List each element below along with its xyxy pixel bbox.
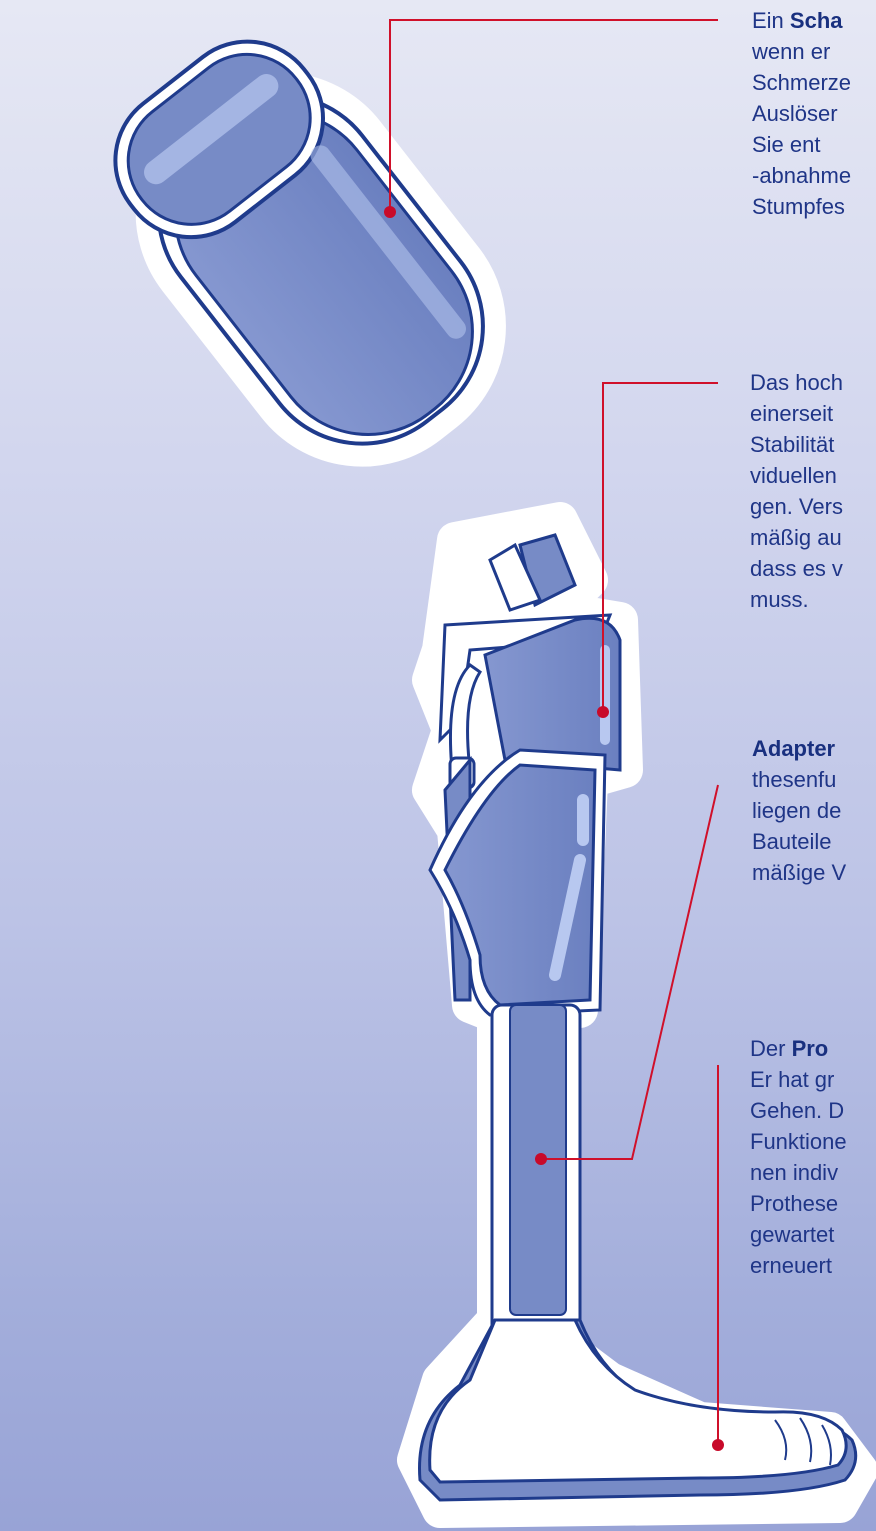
annotation-fuss-line: Gehen. D [750,1098,844,1123]
leader-line-schaft [390,20,718,212]
annotation-fuss-line: gewartet [750,1222,834,1247]
annotation-knie-line: muss. [750,587,809,612]
annotation-knie-line: mäßig au [750,525,842,550]
annotation-schaft-line: Sie ent [752,132,821,157]
annotation-schaft-line: Stumpfes [752,194,845,219]
leader-dot-adapter [535,1153,547,1165]
annotation-fuss-line: Funktione [750,1129,847,1154]
leader-dot-knie [597,706,609,718]
annotation-schaft-term: Scha [790,8,843,33]
annotation-knie-line: gen. Vers [750,494,843,519]
annotation-adapter-line: Bauteile [752,829,832,854]
leader-dot-schaft [384,206,396,218]
annotation-schaft-line: -abnahme [752,163,851,188]
annotation-adapter-line: thesenfu [752,767,836,792]
annotation-adapter-line: mäßige V [752,860,846,885]
annotation-knie-line: viduellen [750,463,837,488]
annotation-fuss-line: nen indiv [750,1160,838,1185]
annotation-fuss-term: Pro [792,1036,829,1061]
lower-shell [430,750,605,1015]
annotation-adapter: Adapter thesenfu liegen de Bauteile mäßi… [752,733,876,888]
annotation-schaft-line: Auslöser [752,101,838,126]
annotation-fuss-line: Er hat gr [750,1067,834,1092]
annotation-schaft-line: wenn er [752,39,830,64]
annotation-adapter-term: Adapter [752,736,835,761]
annotation-knie-line: Stabilität [750,432,834,457]
annotation-schaft-line: Schmerze [752,70,851,95]
annotation-knie-heading: Das hoch [750,370,843,395]
annotation-adapter-line: liegen de [752,798,841,823]
annotation-fuss-heading: Der Pro [750,1036,828,1061]
annotation-knie: Das hoch einerseit Stabilität viduellen … [750,367,874,615]
annotation-fuss-line: Prothese [750,1191,838,1216]
annotation-schaft: Ein Scha wenn er Schmerze Auslöser Sie e… [752,5,876,222]
annotation-fuss-line: erneuert [750,1253,832,1278]
leader-dot-fuss [712,1439,724,1451]
pylon [492,1005,580,1335]
annotation-fuss: Der Pro Er hat gr Gehen. D Funktione nen… [750,1033,874,1281]
annotation-knie-line: einerseit [750,401,833,426]
annotation-knie-line: dass es v [750,556,843,581]
annotation-schaft-heading: Ein Scha [752,8,843,33]
